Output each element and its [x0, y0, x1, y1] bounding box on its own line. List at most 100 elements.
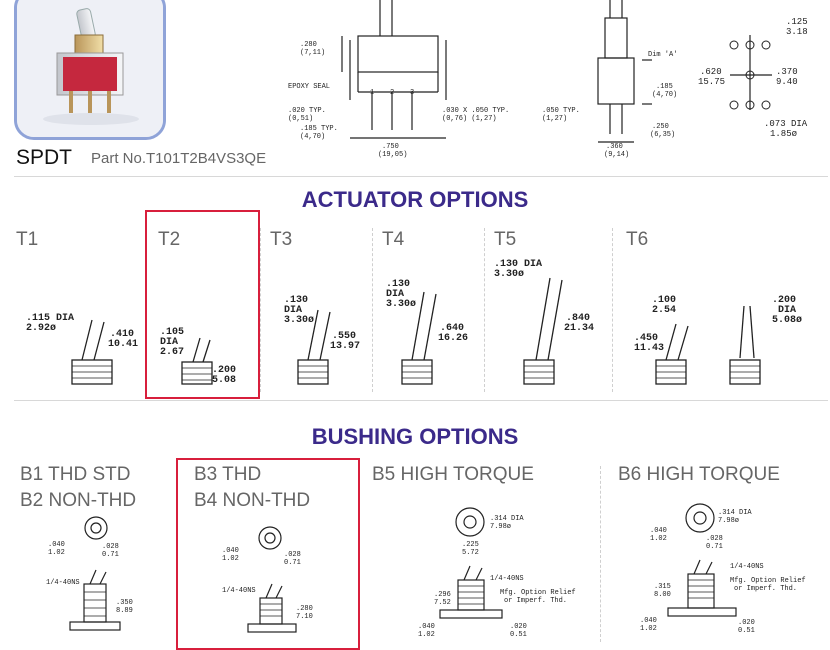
- dim-text: 5.08ø: [772, 315, 802, 326]
- dim-text: .030 X .050 TYP.: [442, 107, 509, 115]
- bushing-label-b3-b4: B3 THD B4 NON-THD: [194, 462, 310, 514]
- actuator-label-t6: T6: [626, 229, 649, 250]
- dim-text: .296: [434, 591, 451, 599]
- dim-text: (4,70): [300, 133, 325, 141]
- dim-text: DIA: [160, 337, 178, 348]
- bushing-label-line: B1 THD STD: [20, 464, 131, 485]
- dim-text: (4,70): [652, 91, 677, 99]
- dim-text: 2.54: [652, 305, 676, 316]
- dim-text: 1.85ø: [770, 129, 797, 139]
- pin-label: 1: [370, 89, 374, 97]
- column-separator: [484, 228, 485, 392]
- bushing-drawings: .040 1.02 .028 0.71 1/4-40NS .350 8.89 .…: [46, 503, 806, 639]
- actuator-label-t5: T5: [494, 229, 517, 250]
- dim-text: 11.43: [634, 343, 664, 354]
- dim-text: .130 DIA: [494, 259, 542, 270]
- dim-text: .040: [640, 617, 657, 625]
- dim-text: 1/4-40NS: [222, 587, 256, 595]
- dim-text: 7.10: [296, 613, 313, 621]
- dim-text: 0.71: [284, 559, 301, 567]
- dim-text: 1/4-40NS: [730, 563, 764, 571]
- dim-text: EPOXY SEAL: [288, 83, 330, 91]
- bushing-label-b6: B6 HIGH TORQUE: [618, 464, 780, 485]
- actuator-label-t2: T2: [158, 229, 181, 250]
- dim-text: 2.92ø: [26, 323, 56, 334]
- dim-text: .280: [300, 41, 317, 49]
- dim-text: 7.98ø: [490, 523, 511, 531]
- dim-text: .410: [110, 329, 134, 340]
- divider: [14, 400, 828, 401]
- switch-dimension-drawing: .280 (7,11) EPOXY SEAL .020 TYP. (0,51) …: [288, 0, 808, 159]
- toggle-switch-photo-icon: [17, 0, 163, 137]
- dim-text: 5.72: [462, 549, 479, 557]
- dim-text: 5.08: [212, 375, 236, 386]
- column-separator: [600, 466, 601, 642]
- dim-text: .225: [462, 541, 479, 549]
- dim-text: .200: [772, 295, 796, 306]
- actuator-drawings: .115 DIA 2.92ø .410 10.41 .105 DIA 2.67 …: [26, 259, 802, 386]
- column-separator: [372, 228, 373, 392]
- dim-text: (6,35): [650, 131, 675, 139]
- dim-text: .130: [284, 295, 308, 306]
- dim-text: .550: [332, 331, 356, 342]
- dim-text: or Imperf. Thd.: [504, 597, 567, 605]
- dim-text: .105: [160, 327, 184, 338]
- bushing-label-b5: B5 HIGH TORQUE: [372, 464, 534, 485]
- dim-text: 21.34: [564, 323, 594, 334]
- dim-text: .020 TYP.: [288, 107, 326, 115]
- dim-text: (1,27): [542, 115, 567, 123]
- dim-text: 1.02: [222, 555, 239, 563]
- dim-text: 0.71: [102, 551, 119, 559]
- dim-text: .315: [654, 583, 671, 591]
- bushing-label-b1-b2: B1 THD STD B2 NON-THD: [20, 462, 136, 514]
- bushing-label-line: B4 NON-THD: [194, 490, 311, 511]
- dim-text: .130: [386, 279, 410, 290]
- dim-text: DIA: [778, 305, 796, 316]
- dim-text: .028: [102, 543, 119, 551]
- dim-text: .040: [650, 527, 667, 535]
- actuator-label-t4: T4: [382, 229, 405, 250]
- dim-text: .450: [634, 333, 658, 344]
- dim-text: .073 DIA: [764, 119, 808, 129]
- dim-text: (7,11): [300, 49, 325, 57]
- dim-text: .350: [116, 599, 133, 607]
- part-number: Part No.T101T2B4VS3QE: [91, 150, 267, 167]
- product-photo: [14, 0, 166, 140]
- dim-text: or Imperf. Thd.: [734, 585, 797, 593]
- dim-text: 2.67: [160, 347, 184, 358]
- dim-text: Dim 'A': [648, 51, 677, 59]
- dim-text: .185 TYP.: [300, 125, 338, 133]
- dim-text: .115 DIA: [26, 313, 74, 324]
- dim-text: .185: [656, 83, 673, 91]
- bushing-label-line: B3 THD: [194, 464, 262, 485]
- dim-text: 9.40: [776, 77, 798, 87]
- dim-text: .050 TYP.: [542, 107, 580, 115]
- dim-text: (9,14): [604, 151, 629, 159]
- dim-text: DIA: [284, 305, 302, 316]
- actuator-label-t1: T1: [16, 229, 39, 250]
- pin-label: 3: [410, 89, 414, 97]
- dim-text: .040: [222, 547, 239, 555]
- dim-text: .100: [652, 295, 676, 306]
- dim-text: 0.51: [738, 627, 755, 635]
- dim-text: DIA: [386, 289, 404, 300]
- config-label: SPDT: [16, 146, 73, 169]
- dim-text: 16.26: [438, 333, 468, 344]
- dim-text: .040: [48, 541, 65, 549]
- dim-text: 1.02: [640, 625, 657, 633]
- selected-actuator-highlight: [145, 210, 260, 399]
- dim-text: .020: [510, 623, 527, 631]
- column-separator: [260, 228, 261, 392]
- bushing-options-title: BUSHING OPTIONS: [311, 424, 519, 449]
- actuator-label-t3: T3: [270, 229, 293, 250]
- dim-text: 1.02: [650, 535, 667, 543]
- dim-text: 1/4-40NS: [490, 575, 524, 583]
- dim-text: 0.71: [706, 543, 723, 551]
- dim-text: .840: [566, 313, 590, 324]
- dim-text: .040: [418, 623, 435, 631]
- bushing-label-line: B2 NON-THD: [20, 490, 137, 511]
- dim-text: Mfg. Option Relief: [500, 589, 576, 597]
- dim-text: .314 DIA: [490, 515, 524, 523]
- dim-text: .314 DIA: [718, 509, 752, 517]
- dim-text: .125: [786, 17, 808, 27]
